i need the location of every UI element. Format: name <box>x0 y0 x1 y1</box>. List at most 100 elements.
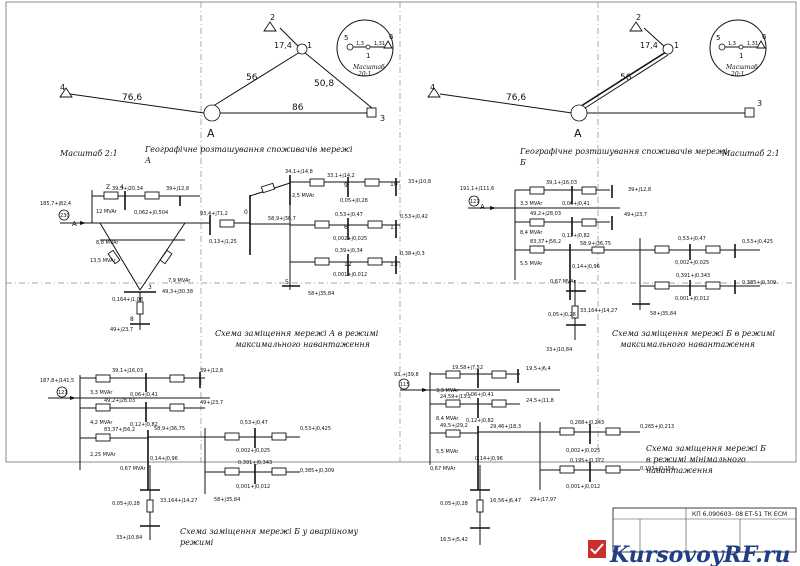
diagram-label: 93,4+j71,2 <box>200 211 228 217</box>
diagram-label: 39,1+j16,03 <box>546 180 577 186</box>
diagram-label: Географічне розташування споживачів мере… <box>519 147 728 156</box>
diagram-label: 0,05+j0,28 <box>112 501 140 507</box>
diagram-label: 5 <box>716 34 720 42</box>
diagram-label: 0,12+j0,82 <box>562 233 590 239</box>
diagram-label: 83,37+j56,2 <box>104 427 135 433</box>
diagram-label: 58+j35,84 <box>650 311 676 317</box>
diagram-label: 58+j35,84 <box>214 497 240 503</box>
caption-scheme-b-min: Схема заміщення мережі Б <box>646 444 766 453</box>
diagram-label: 5,5 MVAr <box>520 261 543 267</box>
watermark-text: KursovoyRF.ru <box>609 542 790 566</box>
node-2-triangle <box>263 21 277 32</box>
inset-circle <box>336 19 394 77</box>
diagram-label: 33+j10,8 <box>408 179 431 185</box>
diagram-label: 0 <box>244 209 248 216</box>
len-12: 17,4 <box>274 41 292 50</box>
diagram-label: 185,7+j82,4 <box>40 201 71 207</box>
diagram-label: 121 <box>58 390 68 396</box>
diagram-label: 24,59+j13,2 <box>440 394 471 400</box>
diagram-label: 4,2 MVAr <box>90 420 113 426</box>
diagram-label: 93,+j39,8 <box>394 372 419 378</box>
diagram-label: 20:1 <box>357 71 371 78</box>
diagram-label: 5 <box>285 279 289 286</box>
diagram-label: 6 <box>344 224 348 231</box>
diagram-label: 49,5+j29,2 <box>440 423 468 429</box>
label-node-4: 4 <box>60 83 65 92</box>
diagram-label: максимального навантаження <box>235 340 370 349</box>
diagram-label: 33+j10,84 <box>546 347 572 353</box>
diagram-label: 33,1+j14,2 <box>327 173 355 179</box>
sheet-frame <box>5 1 797 463</box>
diagram-label: 0,05+j0,28 <box>340 198 368 204</box>
diagram-label: 56 <box>620 73 632 83</box>
diagram-label: 0,12+j0,82 <box>130 422 158 428</box>
diagram-label: 0,391+j0,343 <box>676 273 710 279</box>
diagram-label: 0,06+j0,41 <box>130 392 158 398</box>
len-a1: 56 <box>246 73 258 83</box>
diagram-label: 39+j12,8 <box>628 187 651 193</box>
diagram-label: 1,3 <box>728 41 736 47</box>
diagram-label: 0,002+j0,025 <box>333 236 367 242</box>
diagram-label: 0,12+j0,82 <box>466 418 494 424</box>
diagram-label: 0,05+j0,28 <box>440 501 468 507</box>
diagram-label: А <box>72 220 77 228</box>
len-13: 50,8 <box>314 79 334 89</box>
diagram-label: 0,39+j0,34 <box>335 248 363 254</box>
diagram-label: 29,46+j18,3 <box>490 424 521 430</box>
diagram-label: А <box>574 127 582 140</box>
diagram-label: 0,391+j0,343 <box>238 460 272 466</box>
diagram-label: 12 <box>344 261 352 268</box>
diagram-label: 7,9 MVAr <box>168 278 191 284</box>
diagram-label: 2,5 MVAr <box>292 193 315 199</box>
diagram-label: 33,164+j14,27 <box>580 308 617 314</box>
diagram-label: 0,53+j0,425 <box>300 426 331 432</box>
diagram-label: 0,385+j0,309 <box>742 280 776 286</box>
caption-scheme-b-max: Схема заміщення мережі Б в режимі <box>612 329 776 338</box>
len-a4: 76,6 <box>122 93 142 103</box>
diagram-label: 3,3 MVAr <box>436 388 459 394</box>
diagram-label: 0,062+j0,504 <box>134 210 168 216</box>
diagram-label: 4 <box>430 83 435 92</box>
diagram-label: 1 <box>739 52 743 60</box>
diagram-label: 39+j12,8 <box>166 186 189 192</box>
geo-map-a: А 1 2 3 4 76,6 56 86 50,8 17,4 5 6 1 1,3… <box>59 13 394 165</box>
diagram-label: Z <box>106 184 110 191</box>
diagram-label: 0,67 MVAr <box>550 279 577 285</box>
node-1-circle <box>296 43 308 55</box>
diagram-label: 0,195+j0,172 <box>570 458 604 464</box>
diagram-label: 0,001+j0,012 <box>236 484 270 490</box>
diagram-label: 0,53+j0,425 <box>742 239 773 245</box>
diagram-label: 24,5+j11,8 <box>526 398 554 404</box>
drawing-code: КП 6.090603- 08 ЕТ-51 ТК ЕСМ <box>692 511 787 518</box>
diagram-label: 3 <box>148 284 152 291</box>
node-3-square <box>366 107 377 118</box>
diagram-label: 5,5 MVAr <box>436 449 459 455</box>
diagram-label: 191,1+j111,6 <box>460 186 494 192</box>
geo-map-b: А 1 2 3 4 76,6 56 17,4 5 6 1 1,3 1,31 Ма… <box>427 13 780 167</box>
diagram-label: 13,5 MVAr <box>90 258 117 264</box>
diagram-label: 16,56+j6,47 <box>490 498 521 504</box>
diagram-label: 76,6 <box>506 93 526 103</box>
diagram-label: 39,1+j16,03 <box>112 368 143 374</box>
node-a-circle <box>203 104 221 122</box>
label-node-1: 1 <box>307 41 312 50</box>
diagram-label: 39,3+j20,34 <box>112 186 143 192</box>
diagram-label: 0,001+j0,012 <box>333 272 367 278</box>
diagram-label: 0,53+j0,42 <box>400 214 428 220</box>
diagram-label: 2,25 MVAr <box>90 452 117 458</box>
title-block: КП 6.090603- 08 ЕТ-51 ТК ЕСМ <box>612 507 797 553</box>
diagram-label: 34,1+j14,8 <box>285 169 313 175</box>
diagram-label: в режимі мінімального <box>646 455 746 464</box>
scheme-b-min: 115 93,+j39,8 19,58+j7,52 3,3 MVAr 0,06+… <box>394 365 766 545</box>
diagram-label: 0,001+j0,012 <box>675 296 709 302</box>
diagram-label: 3 <box>757 99 762 108</box>
scheme-a-max: 230 А 185,7+j82,4 Z 39,3+j20,34 12 MVAr … <box>40 169 431 349</box>
diagram-label: 5 <box>344 34 348 42</box>
diagram-label: Б <box>519 158 526 167</box>
diagram-label: 0,13+j1,25 <box>209 239 237 245</box>
diagram-label: 17,4 <box>640 41 658 50</box>
diagram-label: 0,001+j0,012 <box>566 484 600 490</box>
diagram-label: А <box>144 156 151 165</box>
diagram-label: 19,5+j6,4 <box>526 366 551 372</box>
diagram-label: 0,53+j0,47 <box>335 212 363 218</box>
